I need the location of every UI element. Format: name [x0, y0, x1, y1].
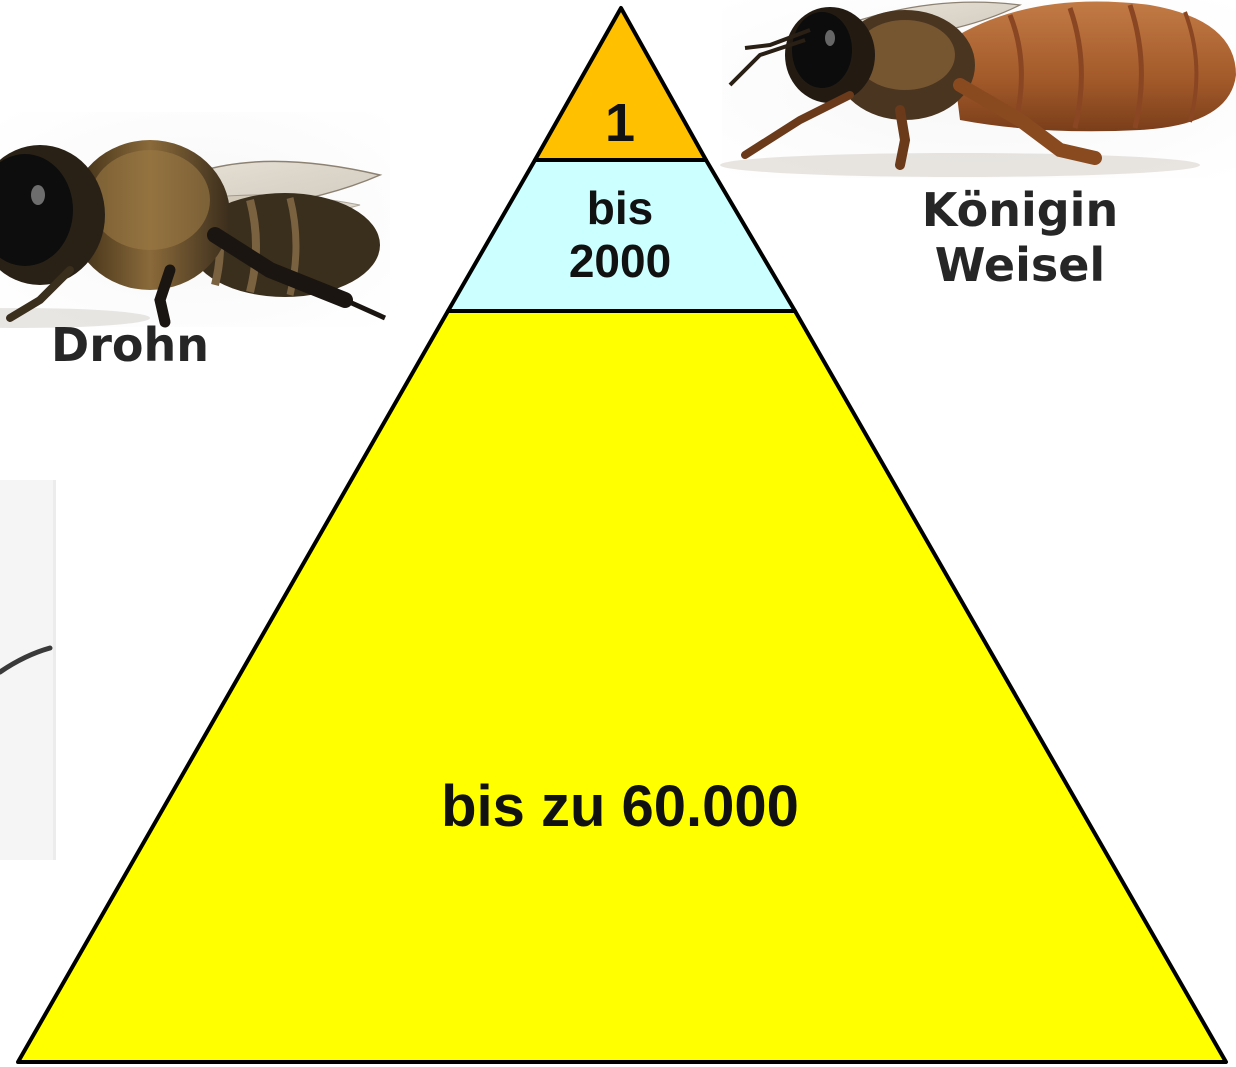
tier-workers-label: bis zu 60.000	[330, 774, 910, 841]
drone-bee-photo	[0, 112, 390, 328]
worker-bee-photo	[0, 480, 56, 860]
tier-drones-label-line-2: 2000	[540, 235, 700, 288]
pyramid-tier-workers	[18, 311, 1226, 1062]
queen-label-line-2: Weisel	[910, 238, 1130, 293]
drone-label: Drohn	[30, 318, 230, 373]
queen-label: Königin Weisel	[910, 183, 1130, 293]
tier-drones-label-line-1: bis	[540, 182, 700, 235]
queen-label-line-1: Königin	[910, 183, 1130, 238]
tier-queen-label: 1	[570, 92, 670, 154]
queen-bee-photo	[720, 0, 1236, 178]
tier-drones-label: bis 2000	[540, 182, 700, 288]
